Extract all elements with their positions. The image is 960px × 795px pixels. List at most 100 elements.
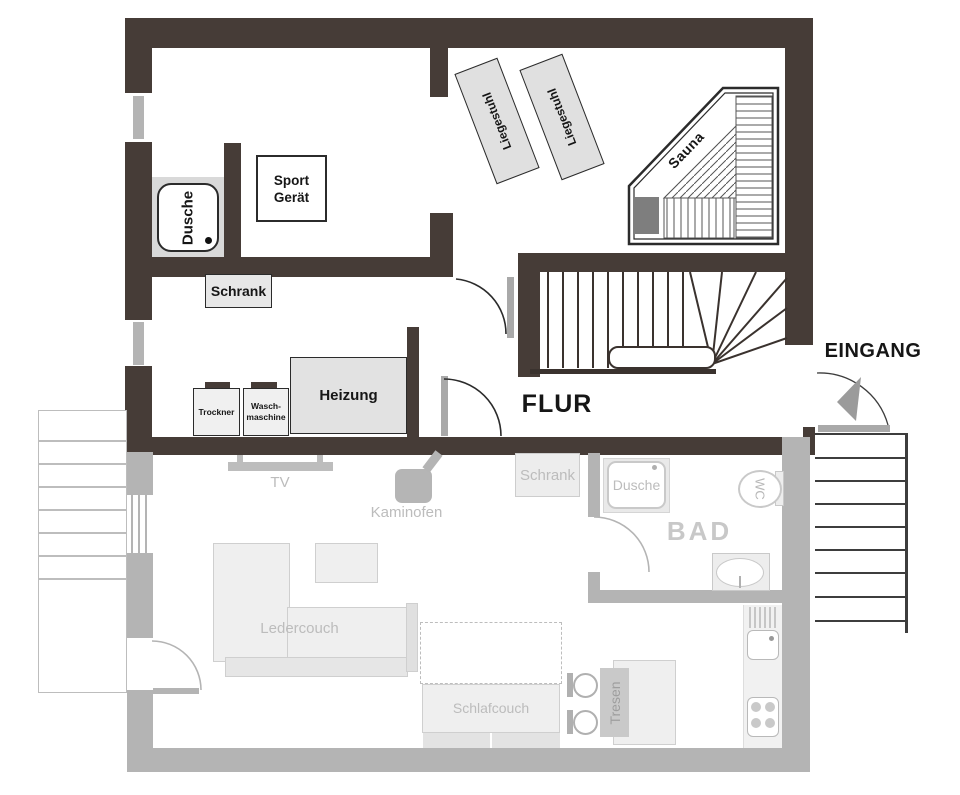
tv-leg — [317, 455, 323, 463]
sink-drainer — [764, 607, 766, 628]
stair-tread-dark — [815, 503, 906, 505]
sport-device: Sport Gerät — [256, 155, 327, 222]
dryer-hose — [205, 382, 230, 389]
wall-right — [785, 18, 813, 345]
wardrobe-upper: Schrank — [205, 274, 272, 308]
dryer-label: Trockner — [198, 407, 235, 417]
washer-hose — [251, 382, 277, 389]
wall-bath-left — [588, 453, 600, 517]
heater-unit: Heizung — [290, 357, 407, 434]
burner — [765, 718, 775, 728]
bar-counter-label: Tresen — [606, 680, 623, 725]
wc-label: WC — [752, 478, 768, 500]
wall-entry-stub — [803, 427, 815, 439]
tv-leg — [237, 455, 243, 463]
wall-stair-top — [518, 253, 790, 272]
washing-machine: Wasch- maschine — [243, 388, 289, 436]
wall-left — [125, 142, 152, 320]
entrance-door-leaf — [818, 425, 890, 432]
sauna — [627, 86, 780, 246]
wood-stove-label: Kaminofen — [370, 503, 443, 521]
sleeper-couch-label: Schlafcouch — [452, 700, 530, 716]
hall-label: FLUR — [521, 389, 593, 418]
stair-tread-dark — [815, 457, 906, 459]
door-leaf — [441, 376, 448, 436]
stair-tread-dark — [815, 526, 906, 528]
wall-lower-left — [127, 452, 153, 495]
wall-left — [125, 18, 152, 93]
sleeper-couch-foldout — [420, 622, 562, 684]
sink-drainer — [749, 607, 751, 628]
burner — [751, 702, 761, 712]
wall-lower-right — [782, 437, 810, 772]
wardrobe-lower-label: Schrank — [519, 466, 576, 484]
stair-landing-rail — [608, 346, 716, 369]
sink-drainer — [759, 607, 761, 628]
wardrobe-lower: Schrank — [515, 453, 580, 497]
sleeper-couch — [422, 684, 560, 733]
wall-room-bottom — [125, 257, 453, 277]
wall-divider-stub-top — [430, 48, 448, 97]
sleeper-couch-cushion — [492, 733, 560, 748]
stair-tread — [39, 555, 126, 557]
window — [133, 96, 144, 139]
stair-tread-dark — [815, 433, 906, 435]
burner — [765, 702, 775, 712]
door-leaf — [507, 277, 514, 338]
sink-drainer — [769, 607, 771, 628]
door-leaf-lower — [153, 688, 199, 694]
shower-lower: Dusche — [607, 461, 666, 509]
shower-label: Dusche — [179, 190, 197, 245]
stove-flue — [422, 450, 443, 473]
bar-counter-front: Tresen — [600, 668, 629, 737]
wall-lower-left — [127, 690, 153, 748]
kitchen-sink — [747, 630, 779, 660]
wall-laundry-right — [407, 327, 419, 437]
wall-bottom — [148, 437, 815, 455]
sink-drainer — [754, 607, 756, 628]
washing-machine-label: Wasch- — [251, 401, 281, 411]
stair-tread — [39, 578, 126, 580]
stair-tread — [39, 440, 126, 442]
leather-couch-seat — [225, 657, 408, 677]
washbasin-tap — [739, 576, 741, 588]
entrance-direction-arrow — [837, 377, 861, 421]
window-lower — [145, 495, 147, 553]
bar-stool — [573, 673, 598, 698]
shower-drain-dot — [205, 237, 212, 244]
burner — [751, 718, 761, 728]
stair-tread — [39, 509, 126, 511]
wall-stair-left — [518, 253, 540, 377]
tv — [228, 462, 333, 471]
shower-lower-dot — [652, 465, 657, 470]
shower-lower-label: Dusche — [612, 477, 661, 493]
wood-stove — [395, 469, 432, 503]
stair-tread-dark — [815, 620, 906, 622]
stair-tread-dark — [815, 480, 906, 482]
wall-top — [125, 18, 813, 48]
stair-tread — [39, 463, 126, 465]
wardrobe-upper-label: Schrank — [210, 283, 267, 299]
stair-tread — [39, 532, 126, 534]
tv-label: TV — [270, 473, 290, 491]
stair-tread — [39, 486, 126, 488]
entrance-label: EINGANG — [824, 339, 922, 362]
dryer: Trockner — [193, 388, 240, 436]
stool-back — [567, 673, 573, 697]
wall-lower-left — [127, 553, 153, 638]
stair-tread-dark — [815, 572, 906, 574]
stair-rail — [905, 433, 908, 633]
window-lower — [131, 495, 133, 553]
sport-device-label: Sport — [273, 172, 310, 188]
heater-label: Heizung — [319, 387, 378, 404]
window-lower — [138, 495, 140, 553]
sleeper-couch-cushion — [423, 733, 490, 748]
stair-tread-dark — [815, 596, 906, 598]
wall-bath-left — [588, 572, 600, 592]
bath-label: BAD — [666, 515, 733, 546]
wall-shower — [224, 143, 241, 257]
deck-chair-label: Liegestuhl — [479, 90, 515, 152]
coffee-table — [315, 543, 378, 583]
leather-couch-armrest — [406, 603, 418, 672]
